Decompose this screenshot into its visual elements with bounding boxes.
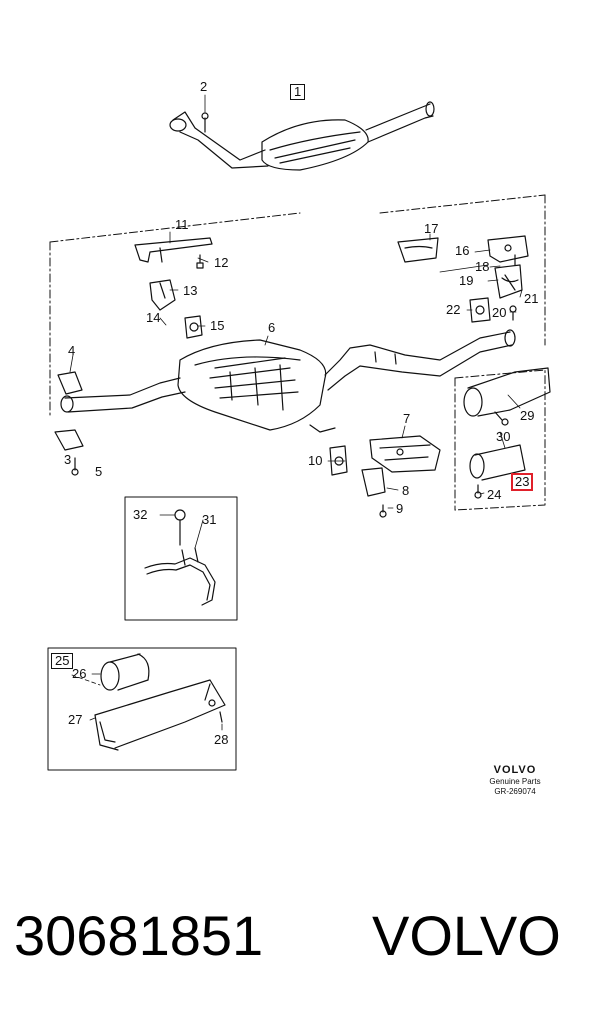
label-5: 5 (95, 464, 103, 479)
label-31: 31 (202, 512, 217, 527)
brand-block: VOLVO Genuine Parts GR-269074 (470, 764, 560, 796)
label-6: 6 (268, 320, 276, 335)
hanger-bracket-13 (149, 279, 176, 311)
label-14: 14 (146, 310, 161, 325)
brand-subtitle: Genuine Parts (489, 777, 541, 786)
catalytic-converter (169, 101, 435, 171)
label-20: 20 (492, 305, 507, 320)
label-12: 12 (214, 255, 229, 270)
brand-name: VOLVO (493, 764, 537, 776)
assembly-outline (49, 194, 546, 511)
leader-lines (89, 94, 523, 731)
label-16: 16 (455, 243, 470, 258)
label-7: 7 (403, 411, 411, 426)
label-25-boxed: 25 (51, 653, 74, 669)
label-28: 28 (214, 732, 229, 747)
label-19: 19 (459, 273, 474, 288)
label-10: 10 (308, 453, 323, 468)
label-32: 32 (133, 507, 148, 522)
diagram-reference: GR-269074 (494, 787, 536, 796)
muffler-assembly (64, 329, 516, 433)
label-17: 17 (424, 221, 439, 236)
label-27: 27 (68, 712, 83, 727)
label-15: 15 (210, 318, 225, 333)
label-23-highlighted: 23 (511, 473, 534, 491)
bracket-assembly-7 (361, 435, 441, 518)
detail-box-pipe-hanger (124, 496, 238, 621)
label-13: 13 (183, 283, 198, 298)
label-11: 11 (175, 217, 189, 232)
hanger-bracket-11 (134, 231, 213, 269)
label-2: 2 (200, 79, 208, 94)
footer-part-number: 30681851 (14, 904, 264, 967)
label-26: 26 (72, 666, 87, 681)
tailpipe-29 (463, 367, 551, 426)
label-9: 9 (396, 501, 404, 516)
exhaust-system-diagram (47, 94, 551, 771)
label-3: 3 (64, 452, 72, 467)
label-18: 18 (475, 259, 490, 274)
rubber-mount-15 (184, 315, 203, 339)
footer-make: VOLVO (372, 904, 561, 967)
tail-tip-30 (469, 444, 526, 481)
detail-box-tail-tip (47, 647, 237, 771)
label-4: 4 (68, 343, 76, 358)
label-30: 30 (496, 429, 511, 444)
label-8: 8 (402, 483, 410, 498)
label-24: 24 (487, 487, 502, 502)
label-21: 21 (524, 291, 539, 306)
label-22: 22 (446, 302, 461, 317)
label-1-boxed: 1 (290, 84, 306, 100)
rubber-mount-10 (329, 445, 348, 476)
label-29: 29 (520, 408, 535, 423)
clamp-assembly (54, 354, 84, 476)
